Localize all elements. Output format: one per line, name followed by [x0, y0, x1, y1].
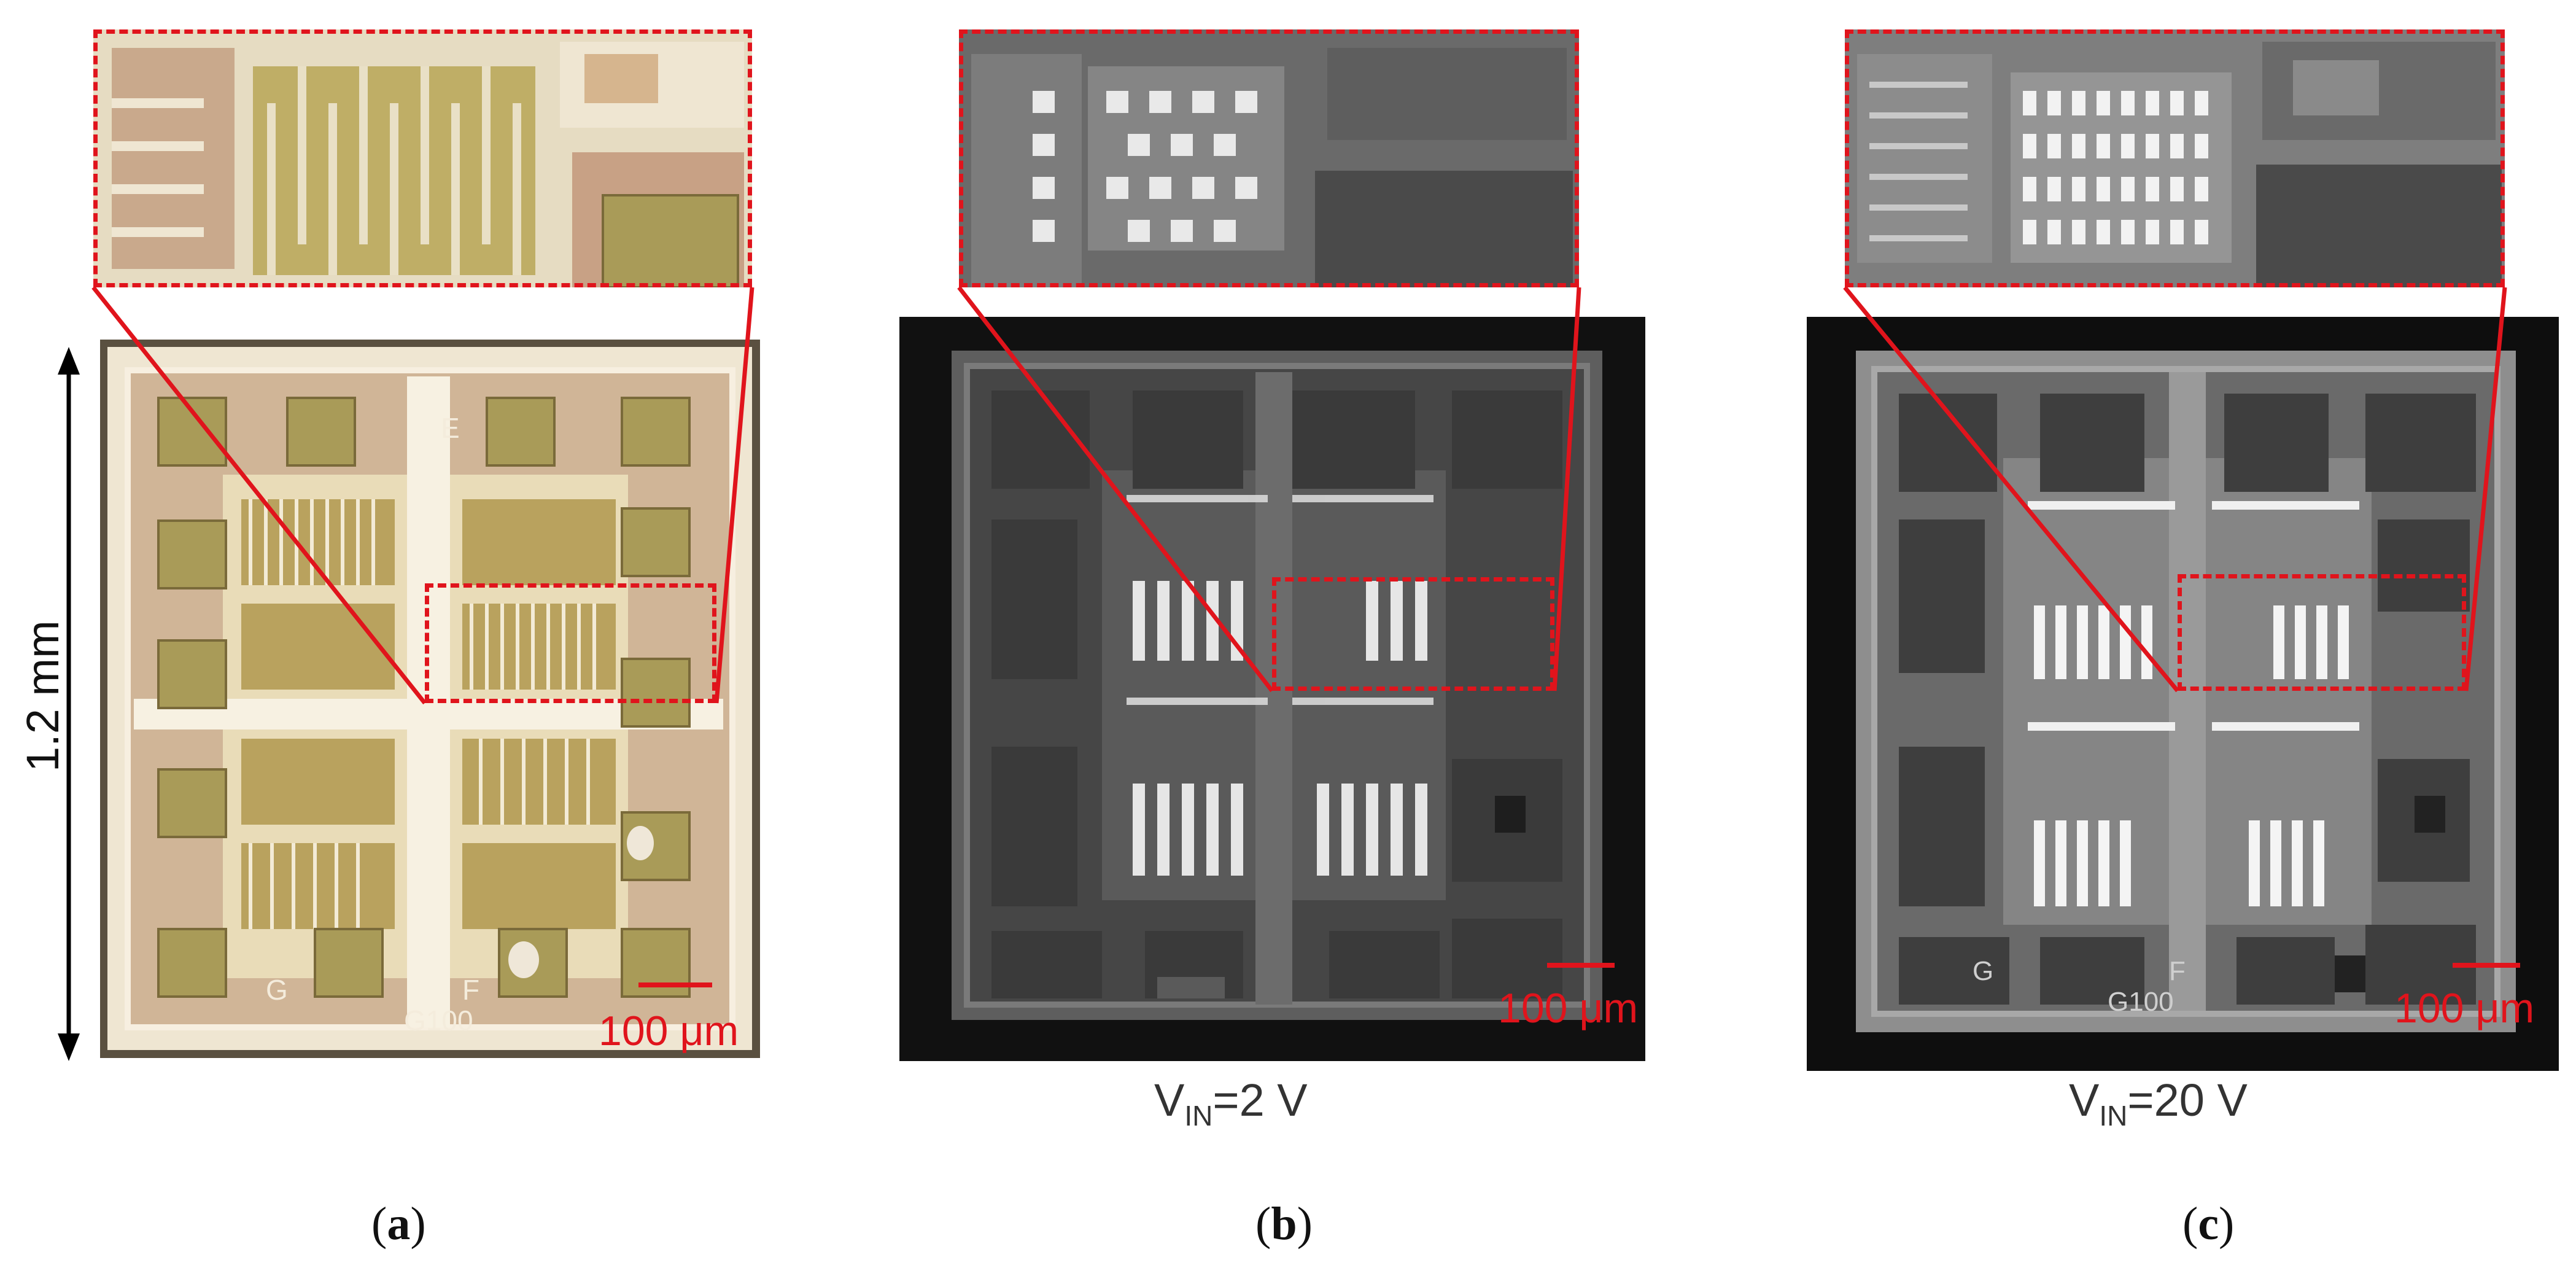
scale-label-a: 100 μm	[599, 1008, 739, 1054]
scalebar-c	[2453, 963, 2520, 968]
inset-frame-a	[93, 29, 752, 287]
panel-letter-b: (b)	[1255, 1198, 1313, 1250]
connector-b-left	[957, 286, 1274, 693]
connector-a-right	[714, 287, 755, 704]
sem-20v-drawing: G F G100	[1807, 317, 2559, 1071]
scale-label-c: 100 μm	[2394, 985, 2535, 1032]
inset-b-drawing	[959, 29, 1579, 287]
panel-letter-a: (a)	[371, 1198, 426, 1250]
caption-b: VIN=2 V	[1154, 1075, 1308, 1132]
inset-frame-b	[959, 29, 1579, 287]
die-sem-image-2v	[899, 317, 1645, 1061]
part-marking-sem: G100	[2108, 987, 2174, 1017]
pad-label-g: G	[266, 974, 288, 1006]
pad-label-f-sem: F	[2169, 956, 2186, 986]
scalebar-a	[638, 982, 712, 987]
pad-label-f: F	[462, 974, 479, 1006]
inset-frame-c	[1845, 29, 2505, 287]
connector-c-left	[1843, 286, 2179, 693]
roi-box-a	[425, 583, 716, 703]
inset-c	[1845, 29, 2505, 287]
sem-2v-drawing	[899, 317, 1645, 1061]
die-sem-image-20v: G F G100	[1807, 317, 2559, 1071]
part-marking: G100	[404, 1005, 473, 1037]
inset-b	[959, 29, 1579, 287]
panel-letter-c: (c)	[2182, 1198, 2235, 1250]
roi-box-c	[2178, 574, 2466, 691]
caption-c: VIN=20 V	[2069, 1075, 2248, 1132]
connector-a-left	[91, 286, 427, 705]
inset-a	[93, 29, 752, 287]
roi-box-b	[1272, 577, 1554, 691]
connector-b-right	[1552, 287, 1581, 691]
scalebar-b	[1547, 963, 1615, 968]
scale-label-b: 100 μm	[1498, 985, 1639, 1032]
connector-c-right	[2464, 287, 2507, 691]
pad-label-g-sem: G	[1973, 956, 1993, 986]
inset-c-drawing	[1845, 29, 2505, 287]
pad-label-e: E	[441, 412, 460, 444]
inset-a-drawing	[93, 29, 752, 287]
